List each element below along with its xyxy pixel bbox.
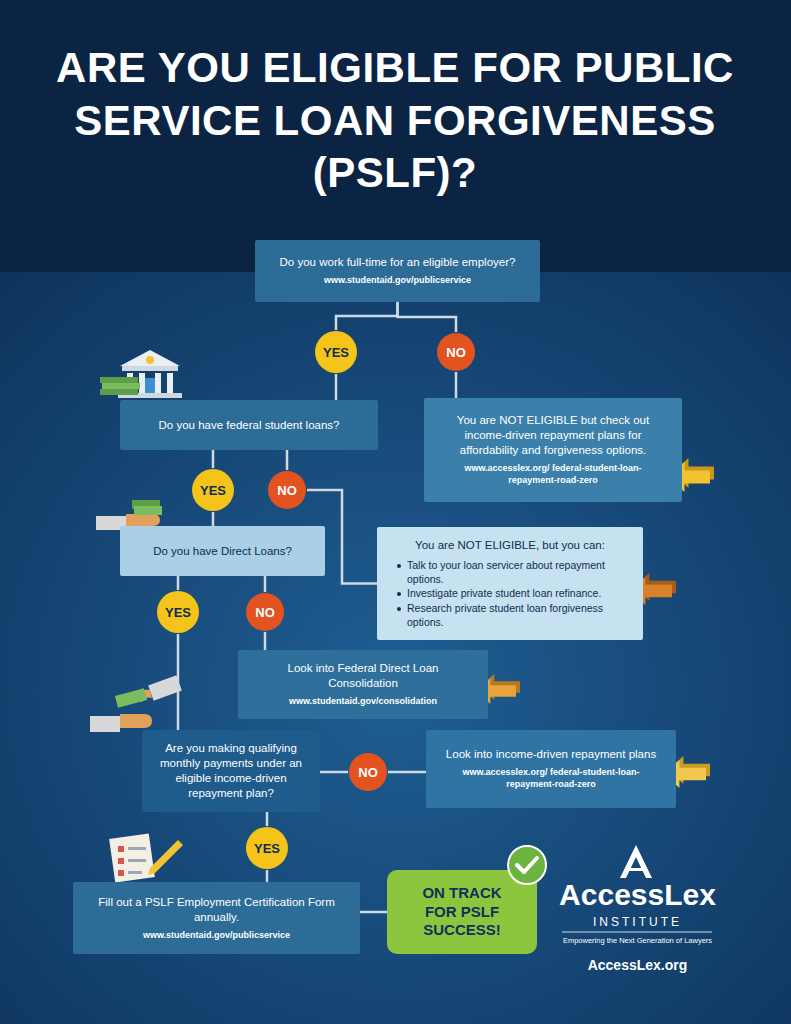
bullet-text: Investigate private student loan refinan…: [395, 586, 625, 600]
no-text: NO: [267, 484, 307, 497]
connector: [264, 632, 267, 650]
bullet-text: Research private student loan forgivenes…: [395, 601, 625, 629]
url-text: www.studentaid.gov/consolidation: [256, 695, 470, 707]
yes-text: YES: [314, 346, 358, 359]
connector: [286, 450, 289, 470]
no-circle: NO: [267, 470, 307, 510]
yes-text: YES: [191, 484, 235, 497]
connector: [177, 576, 180, 590]
no-text: NO: [348, 766, 388, 779]
question-box: Do you have federal student loans?: [120, 400, 378, 450]
result-box: Look into income-driven repayment plans w…: [426, 730, 676, 808]
q-text: Look into income-driven repayment plans: [444, 747, 658, 762]
no-text: NO: [436, 346, 476, 359]
url-text: www.studentaid.gov/publicservice: [273, 274, 522, 286]
connector: [398, 302, 457, 332]
no-circle: NO: [436, 332, 476, 372]
result-box: Look into Federal Direct Loan Consolidat…: [238, 650, 488, 719]
url-text: www.accesslex.org/ federal-student-loan-…: [444, 766, 658, 790]
logo-mark: [620, 845, 652, 878]
yes-text: YES: [156, 606, 200, 619]
q-text: Look into Federal Direct Loan Consolidat…: [256, 661, 470, 691]
bullet-text: Talk to your loan servicer about repayme…: [395, 558, 625, 586]
money-stack-icon: [100, 377, 140, 395]
url-text: www.studentaid.gov/publicservice: [91, 929, 342, 941]
success-box: ON TRACK FOR PSLF SUCCESS!: [387, 870, 537, 954]
connector: [320, 771, 348, 774]
q-text: Do you have federal student loans?: [138, 418, 360, 433]
question-box: Do you have Direct Loans?: [120, 526, 325, 576]
yes-circle: YES: [156, 590, 200, 634]
no-circle: NO: [348, 752, 388, 792]
yes-circle: YES: [245, 826, 289, 870]
yes-text: YES: [245, 842, 289, 855]
no-text: NO: [245, 606, 285, 619]
question-box: Do you work full-time for an eligible em…: [255, 240, 540, 302]
q-text: You are NOT ELIGIBLE but check out incom…: [442, 413, 664, 458]
connector: [212, 512, 215, 526]
head-text: You are NOT ELIGIBLE, but you can:: [395, 538, 625, 553]
logo-url: AccessLex.org: [555, 957, 720, 973]
q-text: Do you have Direct Loans?: [138, 544, 307, 559]
logo-rule: [562, 932, 712, 933]
connector: [455, 372, 458, 398]
yes-circle: YES: [191, 468, 235, 512]
url-text: www.accesslex.org/ federal-student-loan-…: [442, 462, 664, 486]
big-text: ON TRACK FOR PSLF SUCCESS!: [405, 884, 519, 940]
body-ground: [0, 272, 791, 1024]
q-text: Do you work full-time for an eligible em…: [273, 255, 522, 270]
result-box: You are NOT ELIGIBLE but check out incom…: [424, 398, 682, 502]
logo-tagline: Empowering the Next Generation of Lawyer…: [555, 936, 720, 945]
hands-exchange-icon: [90, 675, 182, 732]
connector: [264, 576, 267, 592]
logo-institute: INSTITUTE: [555, 915, 720, 929]
q-text: Are you making qualifying monthly paymen…: [160, 741, 302, 801]
form-icon: [109, 833, 183, 882]
result-box: You are NOT ELIGIBLE, but you can: Talk t…: [377, 527, 643, 640]
question-box: Are you making qualifying monthly paymen…: [142, 730, 320, 812]
title-band: [0, 0, 791, 272]
connector: [266, 812, 269, 826]
connector: [177, 634, 180, 730]
connector: [388, 771, 426, 774]
connector: [266, 870, 269, 882]
connector: [212, 450, 215, 468]
action-box: Fill out a PSLF Employment Certification…: [73, 882, 360, 954]
connector: [336, 302, 398, 330]
connector: [360, 911, 387, 914]
title: ARE YOU ELIGIBLE FOR PUBLIC SERVICE LOAN…: [35, 42, 755, 200]
yes-circle: YES: [314, 330, 358, 374]
connector: [335, 374, 338, 400]
q-text: Fill out a PSLF Employment Certification…: [91, 895, 342, 925]
no-circle: NO: [245, 592, 285, 632]
logo-name: AccessLex: [555, 878, 720, 912]
